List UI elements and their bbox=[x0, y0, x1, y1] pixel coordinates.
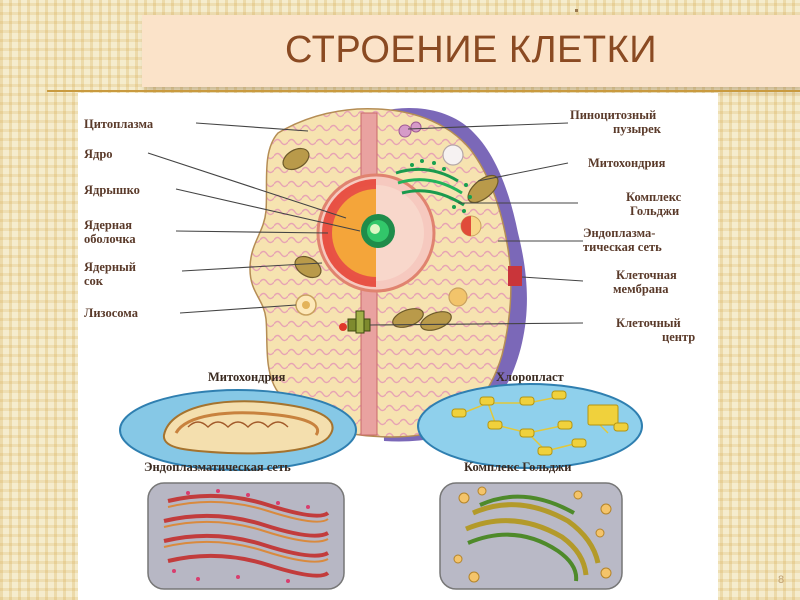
cell-diagram: Цитоплазма Ядро Ядрышко Ядерная оболочка… bbox=[84, 107, 695, 590]
label-cell-membrane-1: Клеточная bbox=[616, 268, 677, 282]
label-cytoplasm: Цитоплазма bbox=[84, 117, 154, 131]
label-cell-membrane-2: мембрана bbox=[613, 282, 669, 296]
label-lysosome: Лизосома bbox=[84, 306, 139, 320]
cell-structure-figure: Цитоплазма Ядро Ядрышко Ядерная оболочка… bbox=[78, 93, 718, 600]
golgi-panel bbox=[439, 482, 623, 590]
mitochondrion-panel bbox=[119, 389, 357, 471]
slide-title: СТРОЕНИЕ КЛЕТКИ bbox=[284, 29, 658, 71]
label-nucleus: Ядро bbox=[84, 147, 113, 161]
panel-title-er: Эндоплазматическая сеть bbox=[144, 460, 291, 474]
label-nuclear-sap-1: Ядерный bbox=[84, 260, 136, 274]
decorative-dot bbox=[575, 9, 578, 12]
title-band: СТРОЕНИЕ КЛЕТКИ bbox=[142, 15, 800, 87]
panel-title-mitochondrion: Митохондрия bbox=[208, 370, 286, 384]
label-cell-center-1: Клеточный bbox=[616, 316, 681, 330]
title-divider bbox=[47, 90, 800, 92]
label-golgi-1: Комплекс bbox=[626, 190, 682, 204]
leader-lines bbox=[147, 122, 584, 326]
page-number: 8 bbox=[777, 574, 785, 586]
label-pinocytic-vesicle-1: Пиноцитозный bbox=[570, 108, 656, 122]
panel-title-golgi: Комплекс Гольджи bbox=[464, 460, 571, 474]
cell-body bbox=[249, 107, 527, 442]
label-nuclear-envelope-1: Ядерная bbox=[84, 218, 132, 232]
label-nuclear-envelope-2: оболочка bbox=[84, 232, 136, 246]
panel-title-chloroplast: Хлоропласт bbox=[496, 370, 564, 384]
chloroplast-panel bbox=[417, 383, 643, 469]
label-mitochondrion: Митохондрия bbox=[588, 156, 666, 170]
label-nuclear-sap-2: сок bbox=[84, 274, 104, 288]
label-nucleolus: Ядрышко bbox=[84, 183, 140, 197]
label-cell-center-2: центр bbox=[662, 330, 695, 344]
label-pinocytic-vesicle-2: пузырек bbox=[613, 122, 662, 136]
label-er-1: Эндоплазма- bbox=[583, 226, 655, 240]
label-er-2: тическая сеть bbox=[583, 240, 662, 254]
er-panel bbox=[147, 482, 345, 590]
label-golgi-2: Гольджи bbox=[630, 204, 679, 218]
